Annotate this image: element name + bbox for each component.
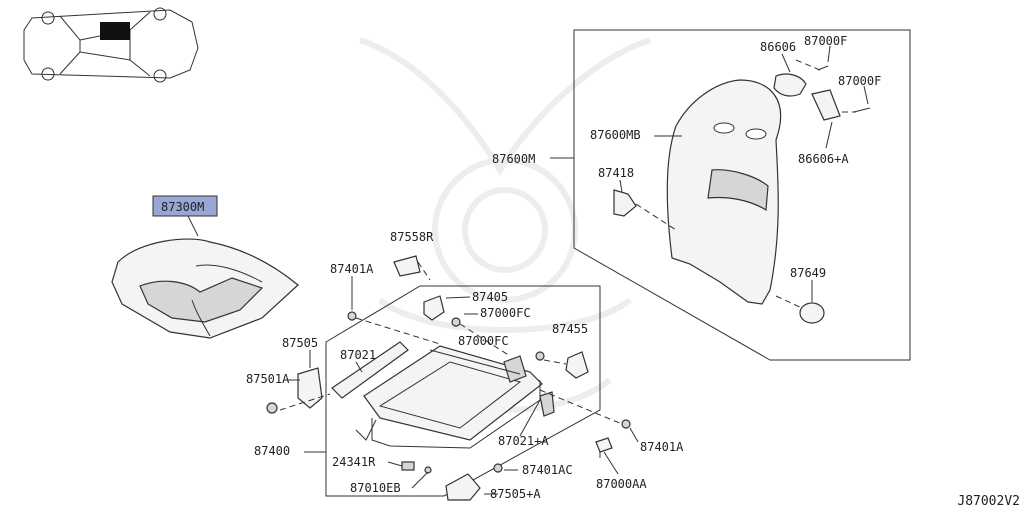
label-87505[interactable]: 87505	[282, 336, 318, 350]
seat-frame-box	[325, 285, 601, 497]
label-87405[interactable]: 87405	[472, 290, 508, 304]
label-86606[interactable]: 86606	[760, 40, 796, 54]
head-trim-parts	[773, 59, 871, 121]
seatback-assembly-box	[573, 29, 911, 361]
seat-location-marker	[100, 22, 130, 40]
drawing-code: J87002V2	[957, 494, 1020, 509]
label-87010EB[interactable]: 87010EB	[350, 481, 401, 495]
car-thumbnail	[23, 7, 199, 83]
highlighted-part-box	[152, 195, 218, 217]
leader-lines	[288, 45, 869, 495]
label-87000AA[interactable]: 87000AA	[596, 477, 647, 491]
label-87021A[interactable]: 87021+A	[498, 434, 549, 448]
seat-cushion-part	[111, 215, 299, 339]
cover-87505-part	[297, 367, 323, 409]
bolt-87000AA-part	[595, 437, 613, 453]
label-87000FC-mid[interactable]: 87000FC	[458, 334, 509, 348]
label-87600M[interactable]: 87600M	[492, 152, 535, 166]
label-87300M[interactable]: 87300M	[161, 200, 204, 214]
label-24341R[interactable]: 24341R	[332, 455, 376, 469]
label-87600MB[interactable]: 87600MB	[590, 128, 641, 142]
seat-frame-part	[331, 341, 555, 449]
label-87000F-top[interactable]: 87000F	[804, 34, 847, 48]
label-87400[interactable]: 87400	[254, 444, 290, 458]
label-87649[interactable]: 87649	[790, 266, 826, 280]
label-87455[interactable]: 87455	[552, 322, 588, 336]
cover-87558R-part	[393, 255, 421, 277]
cover-87455-part	[565, 351, 589, 379]
label-87501A[interactable]: 87501A	[246, 372, 290, 386]
bracket-87405-part	[423, 295, 445, 321]
label-87021[interactable]: 87021	[340, 348, 376, 362]
label-87401A-top[interactable]: 87401A	[330, 262, 374, 276]
clip-87418-part	[613, 189, 637, 217]
cover-87505A-part	[445, 473, 481, 501]
plug-87649-part	[799, 302, 825, 324]
assembly-dash-lines	[279, 261, 623, 462]
screws	[266, 311, 631, 474]
label-86606A[interactable]: 86606+A	[798, 152, 849, 166]
label-87558R[interactable]: 87558R	[390, 230, 434, 244]
clip-24341R-part	[401, 461, 415, 471]
label-87505A[interactable]: 87505+A	[490, 487, 541, 501]
watermark-emblem	[359, 37, 651, 413]
label-87401A-right[interactable]: 87401A	[640, 440, 684, 454]
label-87418[interactable]: 87418	[598, 166, 634, 180]
label-87000FC-top[interactable]: 87000FC	[480, 306, 531, 320]
label-87401AC[interactable]: 87401AC	[522, 463, 573, 477]
label-87000F-right[interactable]: 87000F	[838, 74, 881, 88]
seatback-part	[635, 79, 782, 305]
